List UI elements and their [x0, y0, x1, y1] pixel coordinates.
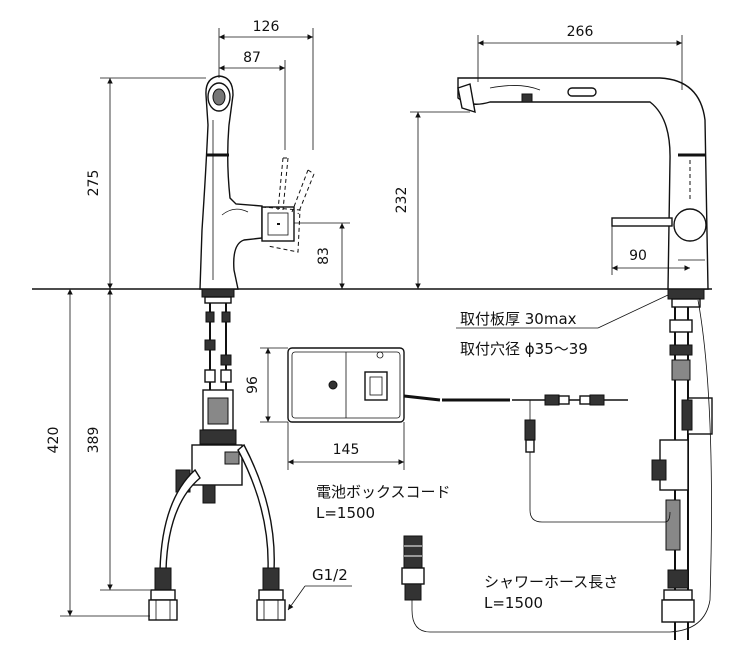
- thread-label: G1/2: [312, 566, 348, 584]
- faucet-front-view: [199, 75, 315, 290]
- dim-232: 232: [394, 187, 410, 214]
- dim-420: 420: [46, 427, 62, 454]
- faucet-side-view: [457, 77, 709, 290]
- dim-275: 275: [86, 170, 102, 197]
- shower-hose-connector: [401, 535, 425, 601]
- dim-90: 90: [629, 248, 647, 264]
- battery-box-cord: [403, 394, 671, 523]
- under-counter-assembly-right: [411, 288, 713, 640]
- battery-box: [287, 347, 405, 423]
- dim-145: 145: [333, 442, 360, 458]
- shower-hose-length: L=1500: [484, 594, 543, 612]
- dim-266: 266: [567, 24, 594, 40]
- mount-plate-label: 取付板厚 30max: [460, 310, 577, 328]
- dim-126: 126: [253, 19, 280, 35]
- battery-cord-length: L=1500: [316, 504, 375, 522]
- lever-open-position: [277, 157, 289, 211]
- under-counter-assembly-left: [148, 288, 286, 621]
- dim-87: 87: [243, 50, 261, 66]
- dim-389: 389: [86, 427, 102, 454]
- battery-box-cord-label: 電池ボックスコード: [316, 483, 451, 501]
- dim-83: 83: [316, 247, 332, 265]
- mount-hole-label: 取付穴径 ϕ35～39: [460, 340, 588, 358]
- shower-hose-label: シャワーホース長さ: [484, 573, 618, 591]
- dim-96: 96: [245, 376, 261, 394]
